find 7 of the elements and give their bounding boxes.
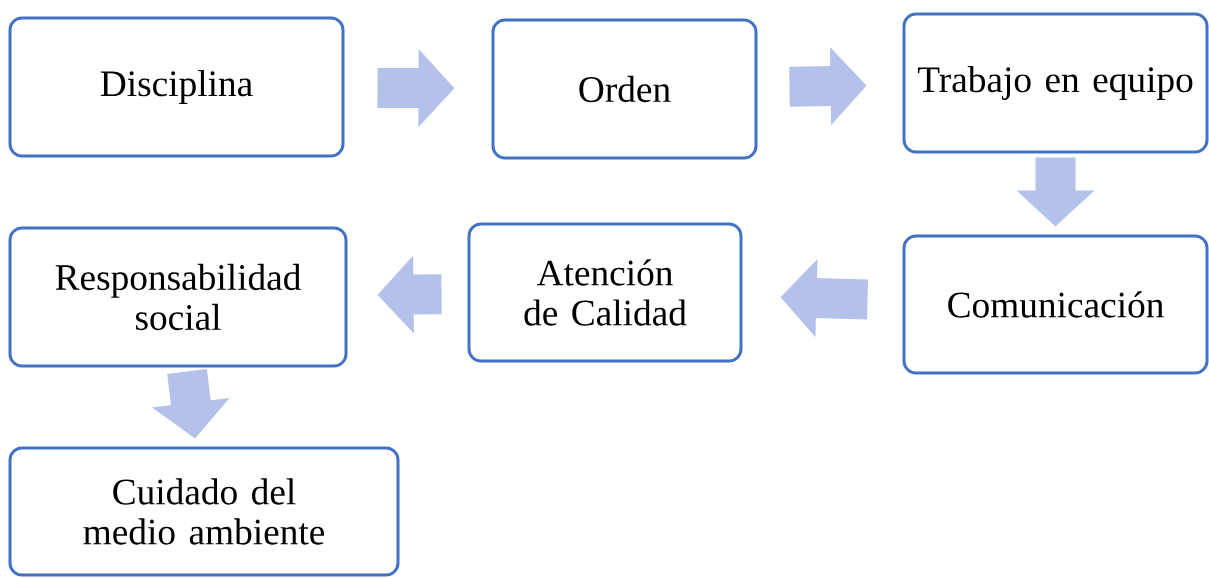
process-box: Trabajo en equipo <box>902 12 1209 154</box>
process-box: Orden <box>491 18 758 160</box>
process-box: Responsabilidad social <box>8 226 348 368</box>
process-box: Atención de Calidad <box>467 222 743 363</box>
process-box: Disciplina <box>8 16 345 158</box>
process-box: Cuidado del medio ambiente <box>8 446 400 577</box>
process-box: Comunicación <box>902 234 1209 375</box>
